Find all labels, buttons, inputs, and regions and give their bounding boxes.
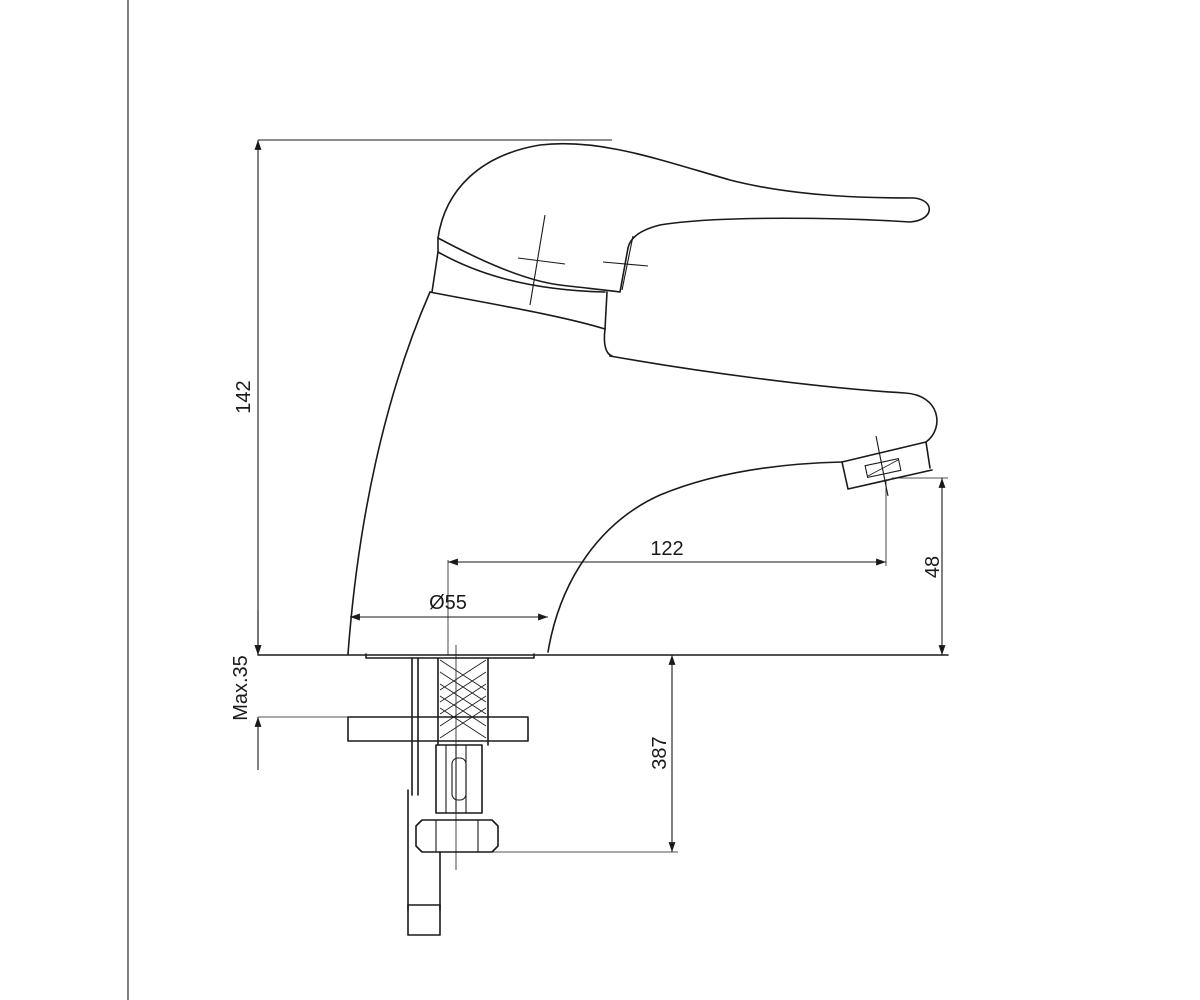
dimension-spout-reach: 122 xyxy=(448,480,887,566)
lever-handle xyxy=(437,142,931,306)
dimension-spout-height: 48 xyxy=(892,477,948,655)
dimension-overall-height: 142 xyxy=(233,139,612,655)
dimension-spout-reach-label: 122 xyxy=(650,538,683,560)
dimension-base-diameter-label: Ø55 xyxy=(429,592,467,614)
mounting-assembly xyxy=(347,560,529,936)
dimension-spout-height-label: 48 xyxy=(922,556,944,578)
dimension-hose-length-label: 387 xyxy=(649,736,671,769)
dimension-hose-length: 387 xyxy=(490,655,678,853)
dimension-max-deck-thickness-label: Max.35 xyxy=(230,655,252,721)
dimension-max-deck-thickness: Max.35 xyxy=(230,610,348,770)
dimension-overall-height-label: 142 xyxy=(233,380,255,413)
dimension-base-diameter: Ø55 xyxy=(350,592,548,621)
faucet-body xyxy=(347,251,938,659)
